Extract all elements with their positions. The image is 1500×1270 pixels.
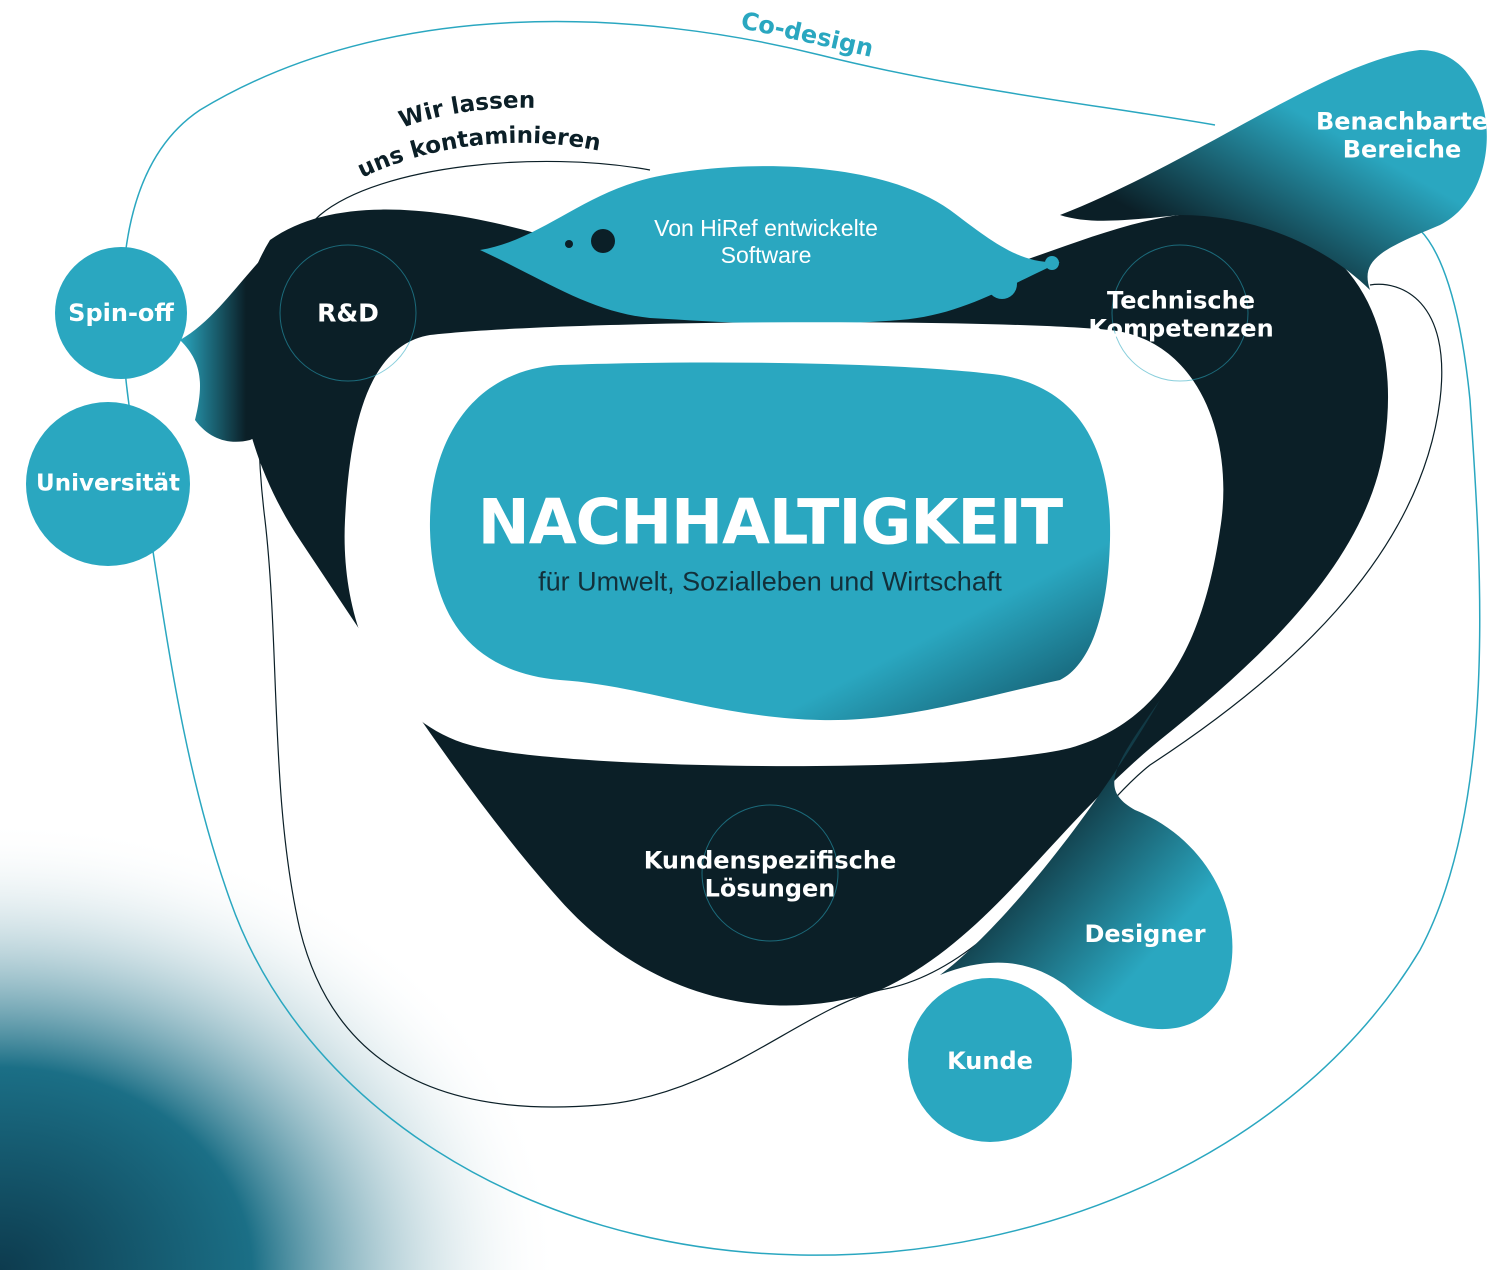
designer-label: Designer — [1084, 920, 1205, 948]
customer-circle[interactable] — [908, 978, 1072, 1142]
contaminate-label-line2: uns kontaminieren — [354, 123, 603, 184]
technical-line1: Technische — [1107, 286, 1255, 315]
spinoff-label: Spin-off — [68, 299, 174, 327]
technical-line2: Kompetenzen — [1088, 315, 1274, 343]
software-blob — [480, 166, 1060, 324]
dot-small-teal — [1045, 256, 1059, 270]
arm-designer — [940, 700, 1233, 1030]
center-title: NACHHALTIGKEIT — [477, 485, 1063, 559]
dot-large-teal — [987, 269, 1017, 299]
custom-line1: Kundenspezifische — [643, 846, 897, 875]
dot-large-dark — [591, 229, 615, 253]
center-pill — [429, 362, 1111, 721]
custom-ring — [701, 804, 839, 942]
center-subtitle: für Umwelt, Sozialleben und Wirtschaft — [538, 566, 1002, 597]
arm-spinoff — [180, 250, 290, 442]
adjacent-label: Benachbarte Bereiche — [1316, 108, 1488, 165]
university-circle[interactable] — [26, 402, 190, 566]
rd-ring — [279, 244, 417, 382]
customer-label: Kunde — [947, 1047, 1033, 1075]
corner-gradient — [0, 820, 560, 1270]
spinoff-circle[interactable] — [55, 247, 187, 379]
custom-line2: Lösungen — [704, 875, 836, 903]
adjacent-line2: Bereiche — [1342, 136, 1462, 164]
designer-text: Designer — [1084, 919, 1206, 948]
codesign-loop — [121, 20, 1481, 1256]
software-label: Von HiRef entwickelte Software — [654, 215, 878, 269]
technical-label: Technische Kompetenzen — [1088, 287, 1273, 344]
custom-label: Kundenspezifische Lösungen — [644, 847, 897, 904]
rd-text: R&D — [317, 298, 379, 328]
dot-small-dark — [565, 240, 573, 248]
customer-text: Kunde — [947, 1046, 1033, 1075]
rd-label: R&D — [317, 298, 379, 328]
adjacent-line1: Benachbarte — [1315, 107, 1489, 136]
university-label: Universität — [36, 470, 180, 497]
spinoff-text: Spin-off — [68, 298, 174, 327]
software-line1: Von HiRef entwickelte — [654, 214, 878, 241]
technical-ring — [1111, 244, 1249, 382]
software-line2: Software — [720, 242, 812, 268]
university-text: Universität — [36, 470, 180, 497]
arm-adjacent — [1060, 50, 1487, 290]
codesign-label: Co-design — [739, 6, 876, 62]
